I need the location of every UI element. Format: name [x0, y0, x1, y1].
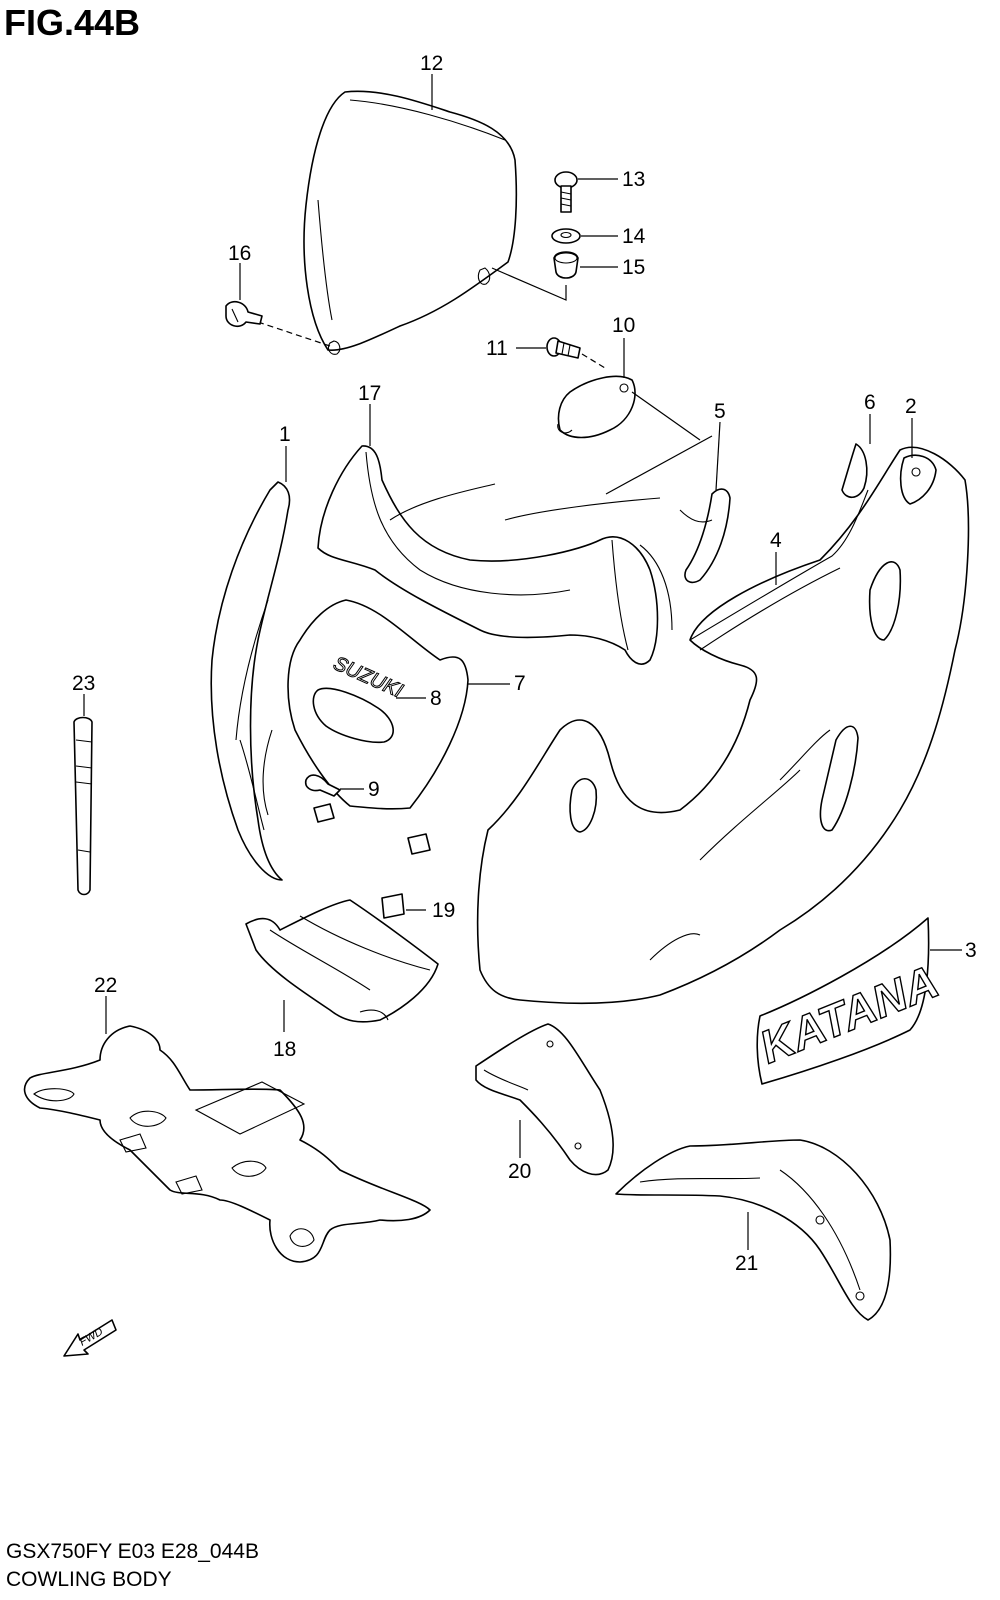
part-windscreen[interactable]: [303, 90, 518, 355]
callout-17: 17: [358, 382, 381, 405]
part-7-center-cowl[interactable]: SUZUKI: [287, 599, 469, 810]
callout-5: 5: [714, 400, 726, 423]
callout-3: 3: [965, 939, 977, 962]
part-5-bracket[interactable]: [679, 488, 731, 584]
part-20-bracket[interactable]: [475, 1023, 614, 1176]
callout-10: 10: [612, 314, 635, 337]
part-14-washer[interactable]: [551, 228, 581, 244]
part-15-nut[interactable]: [553, 251, 579, 279]
callout-11: 11: [486, 337, 508, 360]
callout-13: 13: [622, 168, 645, 191]
callout-7: 7: [514, 672, 526, 695]
part-21-side-inner[interactable]: [615, 1139, 892, 1321]
callout-23: 23: [72, 672, 95, 695]
callout-22: 22: [94, 974, 117, 997]
callout-numbers: 1 2 3 4 5 6 7 8 9 10 11 12 13 14 15 16 1…: [72, 52, 977, 1275]
callout-8: 8: [430, 687, 442, 710]
fwd-arrow: FWD: [63, 1319, 117, 1357]
callout-16: 16: [228, 242, 251, 265]
part-18-lower-cowl[interactable]: [245, 899, 439, 1023]
part-10-cover[interactable]: [557, 375, 636, 439]
callout-15: 15: [622, 256, 645, 279]
callout-6: 6: [864, 391, 876, 414]
figure-title: FIG.44B: [4, 2, 141, 43]
callout-14: 14: [622, 225, 646, 248]
part-4-main-cowling[interactable]: [476, 446, 970, 1005]
part-19-rubber[interactable]: [381, 893, 405, 919]
callout-20: 20: [508, 1160, 531, 1183]
part-2-bracket[interactable]: [899, 454, 937, 505]
callout-19: 19: [432, 899, 455, 922]
part-13-screw[interactable]: [554, 171, 578, 213]
part-3-katana-decal[interactable]: KATANA: [752, 917, 946, 1085]
part-17-inner-panel[interactable]: [317, 445, 673, 665]
callout-4: 4: [770, 529, 782, 552]
callout-2: 2: [905, 395, 917, 418]
model-code: GSX750FY E03 E28_044B: [6, 1540, 259, 1563]
part-22-pad[interactable]: [23, 1025, 431, 1263]
part-11-bolt[interactable]: [546, 337, 581, 359]
part-clip-small[interactable]: [313, 803, 431, 855]
part-1-left-panel[interactable]: [210, 481, 291, 881]
figure-name: COWLING BODY: [6, 1568, 172, 1591]
callout-12: 12: [420, 52, 443, 75]
callout-21: 21: [735, 1252, 758, 1275]
part-16-fastener[interactable]: [225, 300, 263, 328]
part-23-strap[interactable]: [73, 716, 93, 896]
part-9-clip[interactable]: [304, 774, 341, 797]
callout-1: 1: [279, 423, 291, 446]
part-6-trim[interactable]: [841, 443, 868, 499]
callout-18: 18: [273, 1038, 296, 1061]
callout-9: 9: [368, 778, 380, 801]
